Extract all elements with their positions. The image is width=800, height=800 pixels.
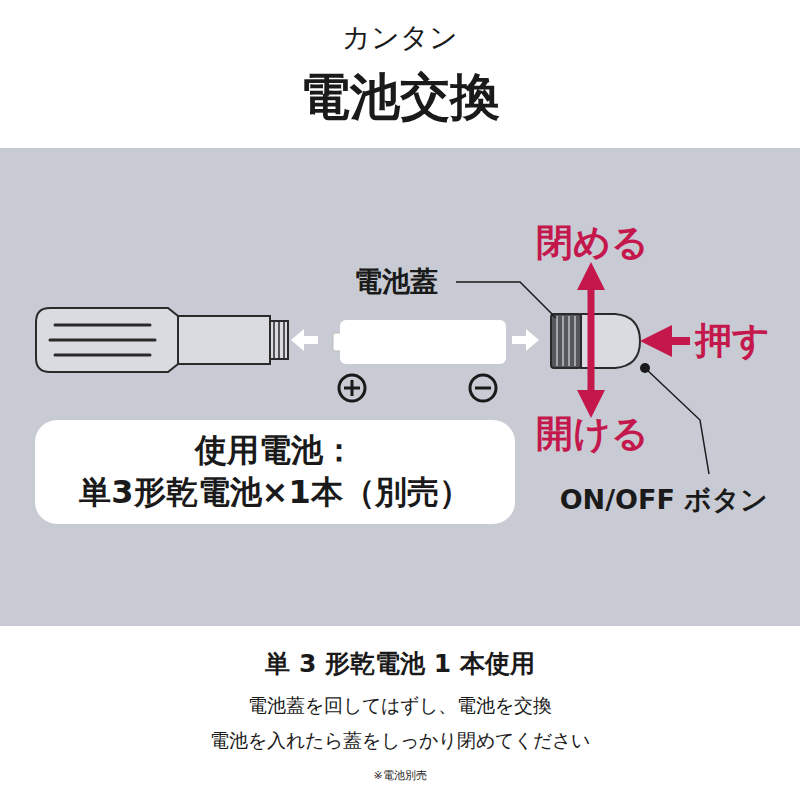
- white-arrow: [291, 329, 318, 351]
- battery: [333, 320, 506, 364]
- plus-symbol: [339, 375, 365, 401]
- box-text: 単3形乾電池×1本（別売）: [79, 472, 470, 514]
- flashlight-head: [36, 308, 178, 372]
- battery-can: [340, 320, 506, 364]
- groove: [55, 324, 150, 327]
- rotate-arrow: [588, 276, 595, 404]
- flashlight-tube: [178, 316, 270, 364]
- gray-band: [0, 148, 800, 626]
- spec-box: 使用電池：単3形乾電池×1本（別売）: [35, 420, 515, 524]
- groove: [50, 339, 155, 342]
- minus-symbol: [470, 375, 496, 401]
- open-label: 開ける: [536, 413, 649, 456]
- thread-lines: [274, 321, 284, 359]
- cap-ribbed: [551, 314, 581, 368]
- usage-heading: 単 3 形乾電池 1 本使用: [265, 650, 535, 679]
- groove: [55, 354, 150, 357]
- leader-line: [456, 282, 556, 318]
- note-text: 電池を入れたら蓋をしっかり閉めてください: [210, 730, 590, 752]
- flashlight-thread: [270, 321, 288, 359]
- leader-line: [645, 368, 709, 474]
- button-name: ON/OFF ボタン: [560, 484, 769, 515]
- title: 電池交換: [300, 69, 500, 127]
- push-label: 押す: [695, 320, 770, 363]
- close-label: 閉める: [536, 222, 649, 265]
- part-name: 電池蓋: [354, 266, 438, 298]
- subtitle: カンタン: [342, 22, 458, 54]
- cap-ribs: [557, 316, 575, 366]
- footnote: ※電池別売: [373, 770, 426, 783]
- push-arrow: [656, 337, 690, 345]
- flashlight-body: [36, 308, 288, 372]
- battery-cap: [551, 314, 640, 368]
- white-arrow: [512, 329, 539, 351]
- note-text: 電池蓋を回してはずし、電池を交換: [248, 695, 552, 717]
- box-text: 使用電池：: [195, 430, 355, 472]
